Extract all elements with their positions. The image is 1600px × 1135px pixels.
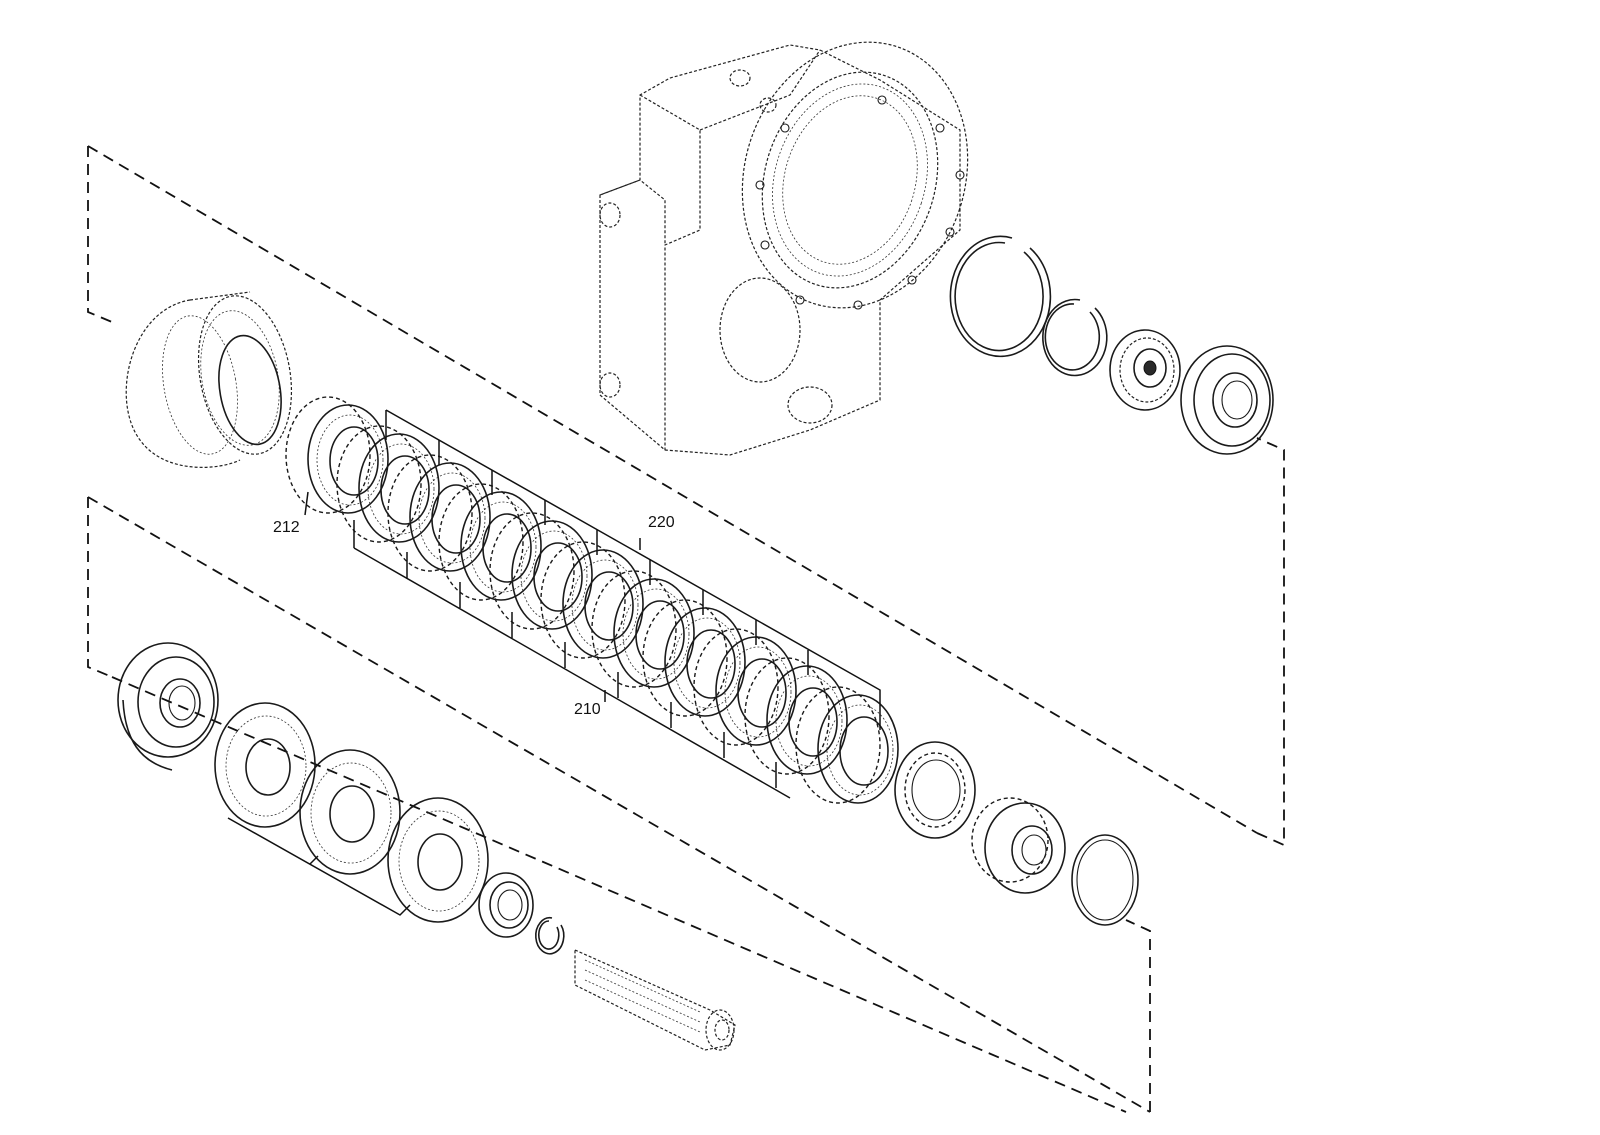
disc-spring-3 (387, 797, 489, 923)
housing-bolt-holes (755, 95, 965, 310)
small-retaining-ring (534, 916, 565, 955)
thrust-washer (894, 741, 976, 839)
clutch-disc (387, 454, 491, 572)
clutch-piston (117, 642, 219, 771)
gearbox-housing (599, 41, 969, 456)
clutch-disc (540, 541, 644, 659)
clutch-disc (489, 512, 593, 630)
ball-bearing (1109, 329, 1181, 411)
disc-pack-upper-bracket (385, 409, 881, 730)
clutch-disc (795, 686, 899, 804)
shaft-seal-upper (1180, 345, 1274, 455)
clutch-disc (336, 425, 440, 543)
clutch-drum (125, 291, 293, 468)
part-label-220: 220 (648, 514, 675, 531)
part-label-210: 210 (574, 701, 601, 718)
clutch-disc (438, 483, 542, 601)
disc-spring-1 (214, 702, 316, 828)
small-snap-ring (1042, 298, 1108, 377)
clutch-disc (642, 599, 746, 717)
clutch-disc-pack (285, 396, 899, 804)
upper-assembly-frame (87, 145, 1285, 847)
small-seal (478, 872, 534, 938)
clutch-disc (285, 396, 389, 514)
clutch-disc (591, 570, 695, 688)
splined-hub (971, 797, 1066, 894)
lower-snap-ring (1071, 834, 1139, 926)
clutch-disc (693, 628, 797, 746)
disc-pack-lower-bracket (353, 520, 791, 799)
leader-212 (304, 491, 309, 516)
large-snap-ring (949, 235, 1052, 358)
input-shaft (574, 949, 736, 1051)
disc-spring-2 (299, 749, 401, 875)
clutch-disc (744, 657, 848, 775)
disc-spring-bracket (227, 817, 411, 916)
part-label-212: 212 (273, 519, 300, 536)
lower-assembly-frame (87, 496, 1151, 1113)
